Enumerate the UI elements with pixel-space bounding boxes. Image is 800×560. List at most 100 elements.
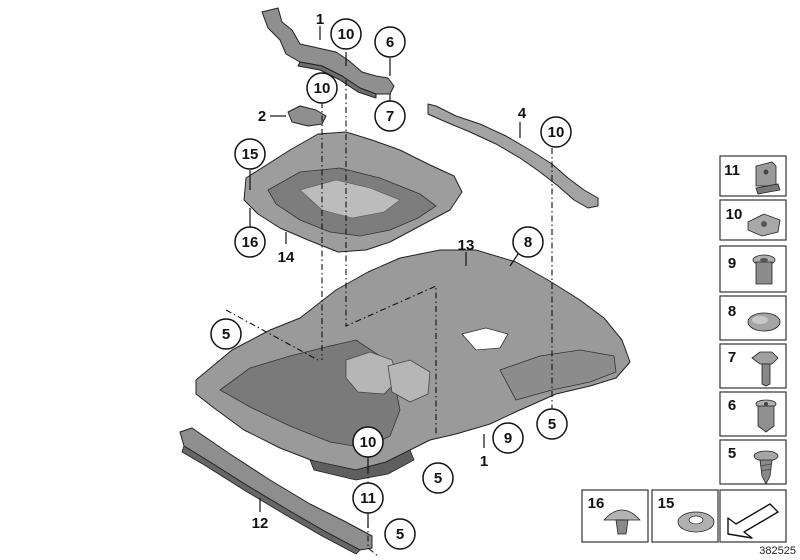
nut-clip-icon (755, 161, 781, 195)
callout-4-label: 4 (518, 105, 527, 122)
rivet-nut-icon (752, 254, 776, 285)
legend-item-11-label: 11 (724, 162, 740, 179)
callout-16-label: 16 (242, 234, 259, 251)
callout-8-circle (512, 226, 544, 258)
callout-10b: 10 (306, 72, 338, 104)
spring-nut-icon (747, 213, 781, 237)
push-clip-icon (603, 509, 641, 535)
legend-item-7-label: 7 (728, 349, 736, 366)
document-id: 382525 (759, 545, 796, 557)
callout-11: 11 (352, 482, 384, 514)
callout-3-label: 1 (316, 11, 324, 28)
assembly-lines (225, 80, 553, 557)
legend-item-10: 10 (719, 199, 787, 241)
parts-legend: 11 10 9 (581, 155, 787, 543)
callout-16-circle (234, 226, 266, 258)
assembly-line-d (225, 309, 319, 361)
legend-item-8: 8 (719, 295, 787, 341)
callout-5d-circle (384, 518, 416, 550)
callout-5c-circle (422, 462, 454, 494)
callout-14-label: 14 (278, 249, 295, 266)
callout-9-circle (492, 422, 524, 454)
legend-item-arrow (719, 489, 787, 543)
callout-10d: 10 (352, 426, 384, 458)
part-main-shield-cutout (461, 327, 509, 351)
legend-item-16-label: 16 (588, 495, 605, 512)
legend-item-8-label: 8 (728, 303, 736, 320)
callout-10a: 10 (330, 18, 362, 50)
part-upper-shield-inner (299, 179, 401, 219)
callout-14: 14 (278, 249, 295, 266)
part-bracket-upper-edge (297, 61, 377, 99)
legend-item-6-label: 6 (728, 397, 736, 414)
part-side-strut (427, 103, 599, 209)
callout-10c-circle (540, 116, 572, 148)
callout-5a-label: 5 (222, 326, 230, 343)
leader-8 (509, 253, 519, 267)
callout-1: 1 (480, 453, 488, 470)
callout-4: 4 (518, 105, 527, 122)
callout-10d-circle (352, 426, 384, 458)
leader-lines (249, 26, 521, 528)
callout-10d-label: 10 (360, 434, 377, 451)
callout-9: 9 (492, 422, 524, 454)
callout-5d: 5 (384, 518, 416, 550)
screw-icon (753, 450, 779, 485)
callout-11-label: 11 (360, 490, 376, 507)
callout-10b-label: 10 (314, 80, 331, 97)
callout-2-label: 2 (258, 108, 266, 125)
part-main-shield-pocket-b (387, 359, 431, 403)
callouts: 1 10 6 10 7 2 4 10 15 (210, 11, 572, 550)
callout-5b-label: 5 (548, 416, 556, 433)
callout-3: 1 (316, 11, 324, 28)
callout-7: 7 (374, 100, 406, 132)
part-front-strip-edge (181, 445, 361, 555)
callout-10a-label: 10 (338, 26, 355, 43)
legend-item-6: 6 (719, 391, 787, 437)
callout-13-label: 13 (458, 237, 475, 254)
callout-9-label: 9 (504, 430, 512, 447)
callout-5c-label: 5 (434, 470, 442, 487)
hex-bolt-icon (751, 351, 779, 387)
callout-15-label: 15 (242, 146, 259, 163)
direction-arrow-icon (727, 503, 779, 539)
callout-8-label: 8 (524, 234, 532, 251)
callout-5b-circle (536, 408, 568, 440)
grommet-icon (677, 511, 715, 533)
callout-7-label: 7 (386, 108, 394, 125)
callout-15-circle (234, 138, 266, 170)
legend-item-5-label: 5 (728, 445, 736, 462)
callout-5c: 5 (422, 462, 454, 494)
part-main-shield-rear (499, 349, 617, 401)
callout-7-circle (374, 100, 406, 132)
callout-11-circle (352, 482, 384, 514)
legend-item-9: 9 (719, 245, 787, 293)
callout-16: 16 (234, 226, 266, 258)
legend-item-5: 5 (719, 439, 787, 485)
part-main-shield-lip (309, 449, 415, 481)
part-bracket-upper (261, 7, 395, 95)
callout-5d-label: 5 (396, 526, 404, 543)
callout-10a-circle (330, 18, 362, 50)
callout-5a: 5 (210, 318, 242, 350)
callout-12: 12 (252, 515, 269, 532)
legend-item-7: 7 (719, 343, 787, 389)
callout-10c-label: 10 (548, 124, 565, 141)
callout-1-label: 1 (480, 453, 488, 470)
callout-5a-circle (210, 318, 242, 350)
part-small-bracket (287, 105, 327, 127)
legend-item-15: 15 (651, 489, 719, 543)
callout-6-circle (374, 26, 406, 58)
callout-10c: 10 (540, 116, 572, 148)
assembly-line-b (345, 80, 437, 436)
expanding-rivet-icon (755, 399, 777, 433)
callout-6-label: 6 (386, 34, 394, 51)
legend-item-9-label: 9 (728, 255, 736, 272)
callout-8: 8 (512, 226, 544, 258)
legend-item-15-label: 15 (658, 495, 675, 512)
plug-cover-icon (747, 312, 781, 332)
callout-2: 2 (258, 108, 266, 125)
legend-item-11: 11 (719, 155, 787, 197)
callout-10b-circle (306, 72, 338, 104)
